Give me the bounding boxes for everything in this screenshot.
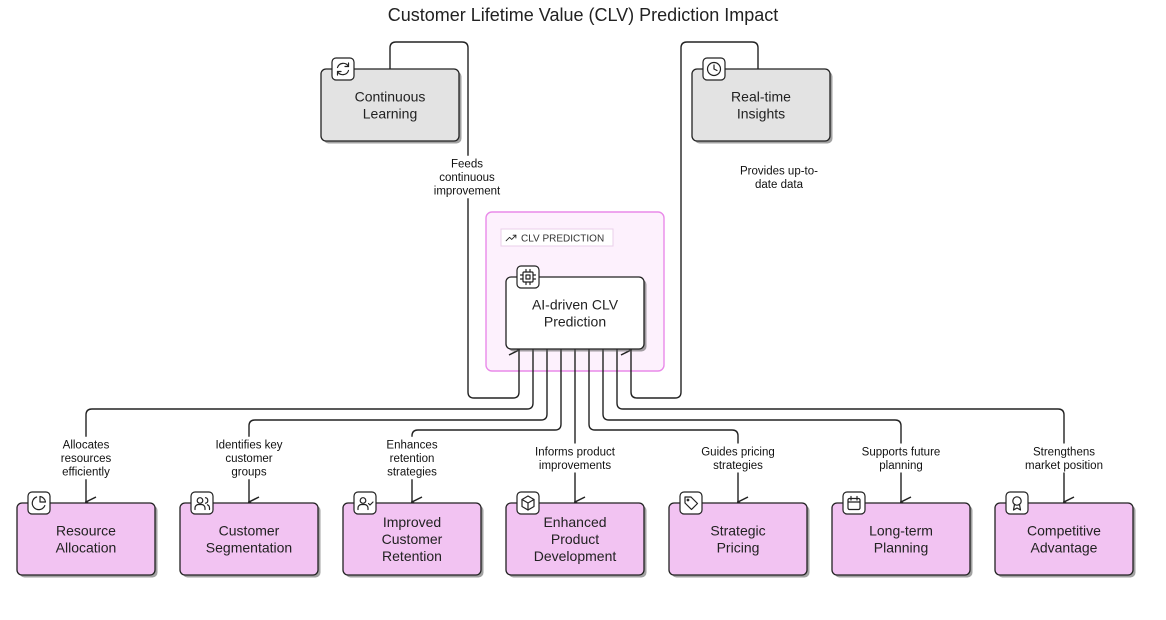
svg-text:groups: groups (231, 467, 266, 479)
svg-text:Guides pricing: Guides pricing (701, 446, 775, 458)
svg-text:resources: resources (61, 453, 112, 465)
svg-text:continuous: continuous (439, 172, 495, 184)
edge-to-advantage (616, 349, 1064, 502)
node-retention-label-line: Customer (382, 531, 443, 547)
svg-text:improvement: improvement (434, 186, 501, 198)
node-learning-label-line: Learning (363, 106, 418, 122)
node-pricing-label-line: Pricing (717, 540, 760, 556)
svg-text:Supports future: Supports future (862, 446, 941, 458)
edge-to-resource (86, 349, 534, 502)
edge-label-advantage: Strengthens market position (1013, 443, 1115, 473)
box-icon (521, 495, 535, 511)
node-retention-label-line: Retention (382, 548, 442, 564)
refresh-icon (336, 62, 350, 76)
trending-up-icon (505, 234, 517, 242)
svg-text:Strengthens: Strengthens (1033, 446, 1095, 458)
diagram-title: Customer Lifetime Value (CLV) Prediction… (387, 5, 779, 25)
node-product-label-line: Product (551, 531, 599, 547)
node-center-label-line: AI-driven CLV (532, 297, 619, 313)
node-center-label-line: Prediction (544, 314, 606, 330)
node-insights-label-line: Insights (737, 106, 785, 122)
node-advantage-label-line: Advantage (1031, 540, 1098, 556)
edge-label-insights: Provides up-to-date data (728, 162, 830, 192)
node-advantage-label-line: Competitive (1027, 523, 1101, 539)
node-segmentation-label-line: Segmentation (206, 540, 292, 556)
edge-label-product: Informs product improvements (524, 443, 626, 473)
calendar-badge (842, 491, 866, 515)
svg-text:efficiently: efficiently (62, 467, 110, 479)
award-icon (1012, 496, 1022, 511)
svg-text:Feeds: Feeds (451, 159, 483, 171)
clock-icon (706, 61, 722, 77)
node-pricing-label-line: Strategic (710, 523, 765, 539)
cpu-badge (516, 265, 540, 289)
svg-text:Allocates: Allocates (63, 440, 110, 452)
svg-text:market position: market position (1025, 460, 1103, 472)
node-segmentation-label-line: Customer (219, 523, 280, 539)
node-resource-label-line: Resource (56, 523, 116, 539)
tag-badge (679, 491, 703, 515)
cpu-icon (519, 268, 537, 286)
svg-text:Informs product: Informs product (535, 446, 616, 458)
edge-to-planning (602, 349, 901, 502)
svg-text:planning: planning (879, 460, 922, 472)
user-check-icon (357, 497, 374, 511)
svg-text:Identifies key: Identifies key (215, 440, 282, 452)
svg-text:strategies: strategies (387, 467, 437, 479)
edge-from-learning (389, 41, 519, 399)
node-retention-label-line: Improved (383, 514, 441, 530)
node-insights-label-line: Real-time (731, 89, 791, 105)
node-planning-label-line: Long-term (869, 523, 933, 539)
svg-text:retention: retention (390, 453, 435, 465)
refresh-badge (331, 57, 355, 81)
edge-to-retention (412, 349, 562, 502)
edge-from-insights (631, 41, 759, 399)
node-resource-label-line: Allocation (56, 540, 117, 556)
users-icon (194, 497, 211, 511)
edge-label-planning: Supports future planning (850, 443, 952, 473)
node-product-label-line: Development (534, 548, 617, 564)
award-badge (1005, 491, 1029, 515)
svg-text:customer: customer (225, 453, 272, 465)
node-planning-label-line: Planning (874, 540, 929, 556)
edge-label-pricing: Guides pricing strategies (690, 443, 786, 473)
svg-text:improvements: improvements (539, 460, 611, 472)
tag-icon (684, 496, 699, 511)
svg-text:Enhances: Enhances (386, 440, 437, 452)
pie-chart-icon (31, 495, 47, 511)
node-learning-label-line: Continuous (355, 89, 426, 105)
node-product-label-line: Enhanced (543, 514, 606, 530)
edge-to-pricing (588, 349, 738, 502)
svg-text:Provides up-to-: Provides up-to- (740, 165, 818, 177)
edge-to-segmentation (249, 349, 548, 502)
pie-chart-badge (27, 491, 51, 515)
calendar-icon (847, 495, 861, 511)
svg-text:date data: date data (755, 179, 804, 191)
svg-text:strategies: strategies (713, 460, 763, 472)
group-label: CLV PREDICTION (521, 234, 604, 245)
